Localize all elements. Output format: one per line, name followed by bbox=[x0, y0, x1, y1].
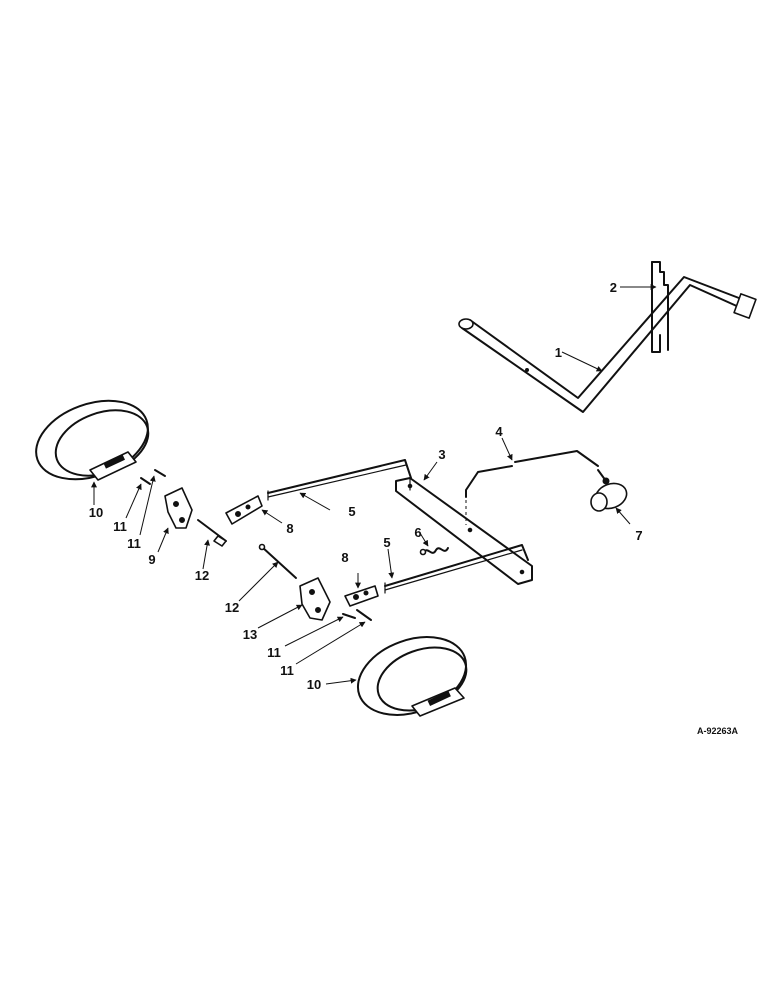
callout-1: 1 bbox=[555, 345, 562, 360]
coupling-part bbox=[590, 469, 628, 512]
callout-6: 6 bbox=[414, 525, 421, 540]
callout-11-b: 11 bbox=[127, 536, 141, 551]
callout-4: 4 bbox=[495, 424, 503, 439]
bolt-lower-part bbox=[258, 543, 297, 579]
callout-10-lower: 10 bbox=[307, 677, 321, 692]
callout-8-upper: 8 bbox=[286, 521, 293, 536]
brake-arm-lower-part bbox=[299, 577, 331, 621]
spring-part bbox=[419, 547, 449, 556]
callout-8-lower: 8 bbox=[341, 550, 348, 565]
callout-10-upper: 10 bbox=[89, 505, 103, 520]
bolt-upper-part bbox=[197, 519, 227, 547]
callout-12-upper: 12 bbox=[195, 568, 209, 583]
brake-arm-upper-part bbox=[164, 487, 193, 529]
callout-9: 9 bbox=[148, 552, 155, 567]
pin-11-c bbox=[342, 613, 356, 619]
callout-5-lower: 5 bbox=[383, 535, 390, 550]
brake-lever-part bbox=[458, 276, 757, 413]
brake-band-upper-part bbox=[35, 399, 150, 481]
callout-11-d: 11 bbox=[280, 663, 294, 678]
rod-upper-part bbox=[267, 459, 412, 501]
callout-11-c: 11 bbox=[267, 645, 281, 660]
callout-12-lower: 12 bbox=[225, 600, 239, 615]
callout-5-upper: 5 bbox=[348, 504, 355, 519]
pin-11-a bbox=[140, 477, 151, 485]
ratchet-bar-part bbox=[651, 261, 669, 353]
clevis-lower-part bbox=[344, 585, 379, 607]
callout-11-a: 11 bbox=[113, 519, 127, 534]
callout-13: 13 bbox=[243, 627, 257, 642]
clevis-upper-part bbox=[225, 495, 263, 525]
callout-7: 7 bbox=[635, 528, 642, 543]
rod-lower-part bbox=[384, 544, 529, 594]
callout-2: 2 bbox=[610, 280, 617, 295]
pin-11-d bbox=[356, 609, 372, 621]
callout-3: 3 bbox=[438, 447, 445, 462]
pin-11-b bbox=[154, 469, 166, 477]
bent-rod-part bbox=[465, 450, 599, 525]
reference-number: A-92263A bbox=[697, 726, 739, 736]
brake-band-lower-part bbox=[356, 636, 468, 717]
leader-lines bbox=[91, 284, 657, 685]
